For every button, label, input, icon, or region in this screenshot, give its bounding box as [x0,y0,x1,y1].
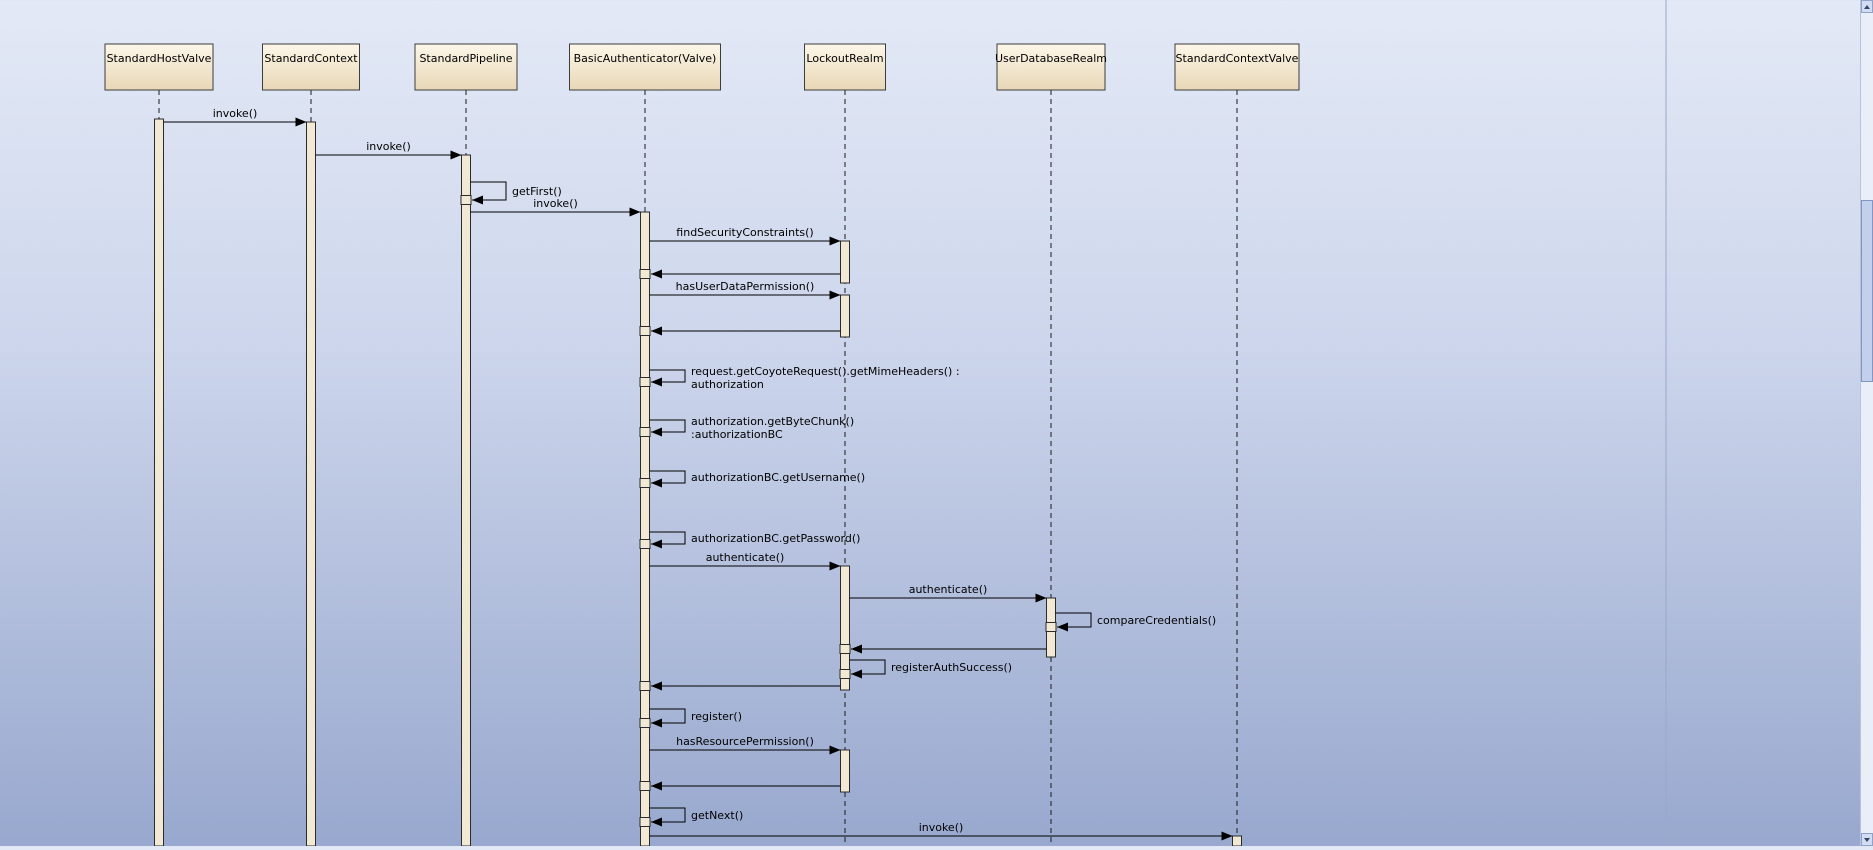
nested-activation-marker [639,478,651,488]
scroll-down-button[interactable] [1861,833,1873,846]
activation-bar-StandardPipeline[interactable] [461,154,471,847]
self-message-line[interactable] [1055,612,1092,632]
activation-bar-LockoutRealm[interactable] [840,565,850,691]
activation-bar-BasicAuthenticator[interactable] [640,211,650,847]
lifeline-head-label: UserDatabaseRealm [995,52,1107,65]
self-message-line[interactable] [649,531,686,549]
lifeline-head-StandardHostValve[interactable] [104,43,214,91]
message-label[interactable]: compareCredentials() [1097,614,1216,627]
message-label[interactable]: getFirst() [512,185,562,198]
lifeline-head-LockoutRealm[interactable] [804,43,886,91]
lifeline-head-UserDatabaseRealm[interactable] [996,43,1106,91]
lifeline-head-BasicAuthenticator[interactable] [569,43,721,91]
lifeline-head-label: StandardPipeline [419,52,512,65]
self-message-line[interactable] [649,807,686,827]
nested-activation-marker [639,539,651,549]
nested-activation-marker [639,817,651,827]
message-label[interactable]: register() [691,710,742,723]
nested-activation-marker [639,681,651,691]
nested-activation-marker [1045,622,1057,632]
message-label[interactable]: :authorizationBC [691,428,783,441]
scroll-up-button[interactable] [1861,0,1873,13]
lifeline-head-StandardContext[interactable] [262,43,360,91]
nested-activation-marker [639,377,651,387]
message-label[interactable]: hasUserDataPermission() [676,280,815,293]
lifeline-head-label: StandardContextValve [1176,52,1299,65]
message-label[interactable]: invoke() [213,107,258,120]
activation-bar-StandardContext[interactable] [306,121,316,847]
message-label[interactable]: invoke() [919,821,964,834]
lifeline-head-label: StandardHostValve [107,52,212,65]
nested-activation-marker [639,269,651,279]
nested-activation-marker [639,427,651,437]
message-label[interactable]: authorizationBC.getPassword() [691,532,860,545]
self-message-line[interactable] [470,181,507,205]
nested-activation-marker [839,644,851,654]
lifeline-head-label: StandardContext [264,52,358,65]
message-label[interactable]: hasResourcePermission() [676,735,814,748]
self-message-line[interactable] [649,470,686,488]
scroll-up-icon [1864,4,1870,9]
message-label[interactable]: authorization [691,378,764,391]
activation-bar-LockoutRealm[interactable] [840,240,850,284]
scrollbar-thumb[interactable] [1861,200,1873,382]
message-label[interactable]: getNext() [691,809,743,822]
lifeline-head-label: LockoutRealm [806,52,883,65]
message-label[interactable]: authenticate() [909,583,988,596]
activation-bar-LockoutRealm[interactable] [840,294,850,338]
scroll-down-icon [1864,837,1870,842]
self-message-line[interactable] [849,659,886,679]
message-label[interactable]: authorization.getByteChunk() [691,415,854,428]
message-label[interactable]: registerAuthSuccess() [891,661,1012,674]
message-label[interactable]: invoke() [366,140,411,153]
message-label[interactable]: authenticate() [706,551,785,564]
self-message-line[interactable] [649,369,686,387]
activation-bar-LockoutRealm[interactable] [840,749,850,793]
lifeline-head-StandardContextValve[interactable] [1174,43,1300,91]
lifeline-head-StandardPipeline[interactable] [414,43,518,91]
nested-activation-marker [639,326,651,336]
nested-activation-marker [460,195,472,205]
activation-bar-StandardHostValve[interactable] [154,118,164,847]
vertical-scrollbar[interactable] [1860,0,1873,846]
nested-activation-marker [639,718,651,728]
activation-bar-StandardContextValve[interactable] [1232,835,1242,847]
message-label[interactable]: findSecurityConstraints() [676,226,813,239]
lifeline-head-label: BasicAuthenticator(Valve) [574,52,717,65]
self-message-line[interactable] [649,708,686,728]
message-label[interactable]: authorizationBC.getUsername() [691,471,865,484]
nested-activation-marker [839,669,851,679]
message-label[interactable]: request.getCoyoteRequest().getMimeHeader… [691,365,960,378]
message-label[interactable]: invoke() [533,197,578,210]
self-message-line[interactable] [649,419,686,437]
nested-activation-marker [639,781,651,791]
